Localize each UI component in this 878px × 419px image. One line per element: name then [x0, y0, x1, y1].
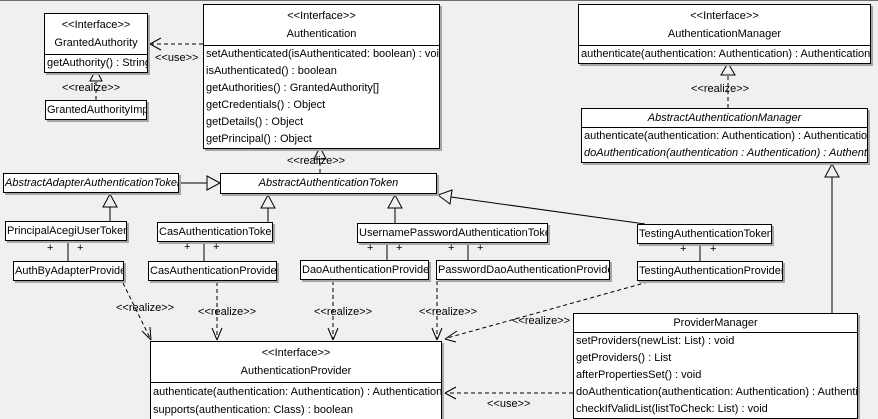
method-label: authenticate(authentication: Authenticat… [153, 386, 441, 398]
class-name: ProviderManager [574, 314, 857, 333]
class-header: <<Interface>> AuthenticationManager [579, 5, 870, 46]
class-granted-authority: <<Interface>> GrantedAuthority getAuthor… [44, 13, 148, 73]
realize-arrow-passworddaoprovider [431, 281, 443, 341]
stereotype-label: <<Interface>> [261, 347, 331, 359]
realize-arrow-abstracttoken-authentication [313, 145, 327, 173]
method-label: authenticate(authentication: Authenticat… [584, 130, 867, 142]
class-dao-authentication-provider: DaoAuthenticationProvider [300, 260, 429, 280]
class-auth-by-adapter-provider: AuthByAdapterProvider [13, 261, 124, 281]
method-label: getCredentials() : Object [206, 99, 326, 111]
class-authentication: <<Interface>> Authentication setAuthenti… [203, 4, 440, 149]
generalization-testingtoken-abstracttoken [436, 189, 646, 225]
class-authentication-provider: <<Interface>> AuthenticationProvider aut… [150, 341, 442, 419]
realize-arrow-abstractam-authenticationmanager [720, 62, 736, 108]
realize-label: <<realize>> [419, 306, 478, 318]
realize-label: <<realize>> [512, 315, 571, 327]
realize-label: <<realize>> [287, 155, 346, 167]
class-abstract-adapter-authentication-token: AbstractAdapterAuthenticationToken [3, 173, 179, 193]
association-plus: + [477, 242, 484, 254]
stereotype-label: <<Interface>> [287, 10, 356, 22]
association-plus: + [710, 243, 717, 255]
association-plus: + [367, 242, 374, 254]
method-label: getAuthorities() : GrantedAuthority[] [206, 82, 380, 94]
class-cas-authentication-provider: CasAuthenticationProvider [148, 261, 277, 281]
stereotype-label: <<Interface>> [61, 19, 131, 31]
association-plus: + [184, 241, 191, 253]
method-label: isAuthenticated() : boolean [206, 65, 337, 77]
class-granted-authority-impl: GrantedAuthorityImpl [45, 100, 147, 120]
class-cas-authentication-token: CasAuthenticationToken [157, 222, 273, 242]
class-header: <<Interface>> AuthenticationProvider [151, 342, 441, 383]
class-name: UsernamePasswordAuthenticationToken [359, 227, 548, 239]
method-label: supports(authentication: Class) : boolea… [153, 404, 353, 416]
association-plus: + [77, 242, 84, 254]
association-plus: + [396, 242, 403, 254]
use-arrow-providermanager [444, 386, 573, 400]
method-label: setProviders(newList: List) : void [576, 335, 735, 347]
class-testing-authentication-provider: TestingAuthenticationProvider [637, 261, 783, 281]
class-name: DaoAuthenticationProvider [302, 264, 429, 276]
method-label: doAuthentication(authentication : Authen… [584, 147, 867, 159]
generalization-adaptertoken-abstracttoken [179, 175, 222, 191]
method-label: checkIfValidList(listToCheck: List) : vo… [576, 403, 768, 415]
generalization-principaltoken-adaptertoken [102, 192, 118, 221]
class-name: AbstractAuthenticationManager [582, 109, 867, 128]
association-plus: + [448, 242, 455, 254]
association-lines [67, 240, 701, 261]
generalization-usernametoken-abstracttoken [387, 193, 403, 223]
use-label: <<use>> [155, 52, 199, 64]
realize-arrow-testingprovider [444, 281, 649, 343]
method-label: afterPropertiesSet() : void [576, 369, 702, 381]
class-name: TestingAuthenticationProvider [639, 265, 783, 277]
method-label: setAuthenticated(isAuthenticated: boolea… [206, 48, 439, 60]
realize-label: <<realize>> [198, 306, 257, 318]
class-name: PrincipalAcegiUserToken [7, 225, 127, 237]
method-label: authenticate(authentication: Authenticat… [581, 48, 870, 60]
class-header: <<Interface>> Authentication [204, 5, 439, 46]
association-plus: + [680, 243, 687, 255]
use-arrow-authentication-grantedauthority [149, 37, 203, 51]
realize-arrow-authbyadapter [122, 282, 152, 341]
method-label: getDetails() : Object [206, 116, 304, 128]
realize-label: <<realize>> [314, 306, 373, 318]
class-name: Authentication [286, 28, 357, 40]
method-label: getAuthority() : String [47, 57, 147, 69]
stereotype-label: <<Interface>> [690, 10, 759, 22]
class-testing-authentication-token: TestingAuthenticationToken [637, 224, 772, 244]
class-name: PasswordDaoAuthenticationProvider [438, 264, 610, 276]
realize-label: <<realize>> [62, 82, 121, 94]
class-name: AuthByAdapterProvider [15, 265, 124, 277]
class-header: <<Interface>> GrantedAuthority [45, 14, 147, 55]
class-abstract-authentication-manager: AbstractAuthenticationManager authentica… [581, 108, 868, 163]
association-plus: + [213, 241, 220, 253]
class-authentication-manager: <<Interface>> AuthenticationManager auth… [578, 4, 871, 64]
association-plus: + [47, 242, 54, 254]
realize-label: <<realize>> [691, 83, 750, 95]
class-provider-manager: ProviderManager setProviders(newList: Li… [573, 313, 858, 419]
class-name: CasAuthenticationProvider [150, 265, 277, 277]
realize-arrow-casprovider [211, 282, 223, 341]
class-name: GrantedAuthorityImpl [47, 104, 147, 116]
class-name: TestingAuthenticationToken [639, 228, 772, 240]
class-name: AbstractAdapterAuthenticationToken [5, 177, 179, 189]
class-name: AuthenticationManager [667, 28, 782, 40]
realize-arrow-daoprovider [327, 281, 339, 341]
class-principal-acegi-user-token: PrincipalAcegiUserToken [5, 221, 127, 241]
generalization-castoken-abstracttoken [260, 193, 276, 223]
generalization-providermanager-abstractam [824, 162, 840, 313]
class-password-dao-authentication-provider: PasswordDaoAuthenticationProvider [436, 260, 610, 280]
realize-label: <<realize>> [116, 302, 175, 314]
use-label: <<use>> [487, 398, 531, 410]
method-label: doAuthentication(authentication: Authent… [576, 386, 857, 398]
class-username-password-authentication-token: UsernamePasswordAuthenticationToken [357, 223, 548, 243]
class-name: AuthenticationProvider [240, 365, 352, 377]
class-name: CasAuthenticationToken [159, 226, 273, 238]
class-name: GrantedAuthority [54, 37, 138, 49]
method-label: getProviders() : List [576, 352, 672, 364]
realize-arrow-grantedauthorityimpl [89, 67, 103, 100]
method-label: getPrincipal() : Object [206, 133, 312, 145]
class-name: AbstractAuthenticationToken [258, 177, 399, 189]
class-abstract-authentication-token: AbstractAuthenticationToken [220, 173, 437, 194]
